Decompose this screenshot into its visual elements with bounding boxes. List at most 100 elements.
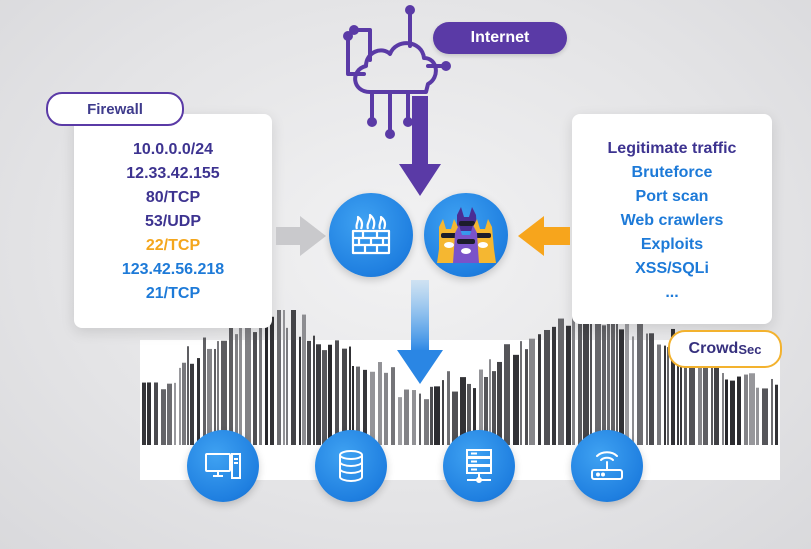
skyline-building — [513, 354, 519, 445]
skyline-building — [259, 319, 262, 445]
skyline-building — [349, 346, 351, 445]
desktop-node — [187, 430, 259, 502]
skyline-building — [775, 384, 778, 445]
skyline-building — [328, 344, 332, 445]
skyline-building — [657, 344, 661, 445]
skyline-building — [583, 321, 589, 445]
skyline-building — [245, 310, 251, 445]
skyline-building — [283, 310, 285, 445]
firewall-rule: 123.42.56.218 — [121, 261, 225, 278]
skyline-building — [412, 390, 416, 445]
skyline-building — [214, 348, 216, 445]
skyline-building — [484, 376, 488, 445]
skyline-building — [684, 340, 687, 445]
skyline-building — [714, 361, 719, 445]
skyline-building — [398, 397, 402, 445]
skyline-building — [730, 380, 735, 445]
firewall-rules-arrow — [276, 216, 326, 256]
skyline-building — [270, 316, 274, 445]
skyline-building — [689, 348, 695, 445]
skyline-building — [442, 380, 444, 445]
skyline-building — [637, 316, 643, 445]
skyline-building — [504, 344, 510, 445]
skyline-building — [566, 325, 571, 445]
traffic-type: Exploits — [640, 236, 704, 253]
firewall-node — [329, 193, 413, 277]
skyline-building — [167, 383, 172, 445]
filtered-traffic-arrow — [397, 280, 443, 384]
skyline-building — [552, 326, 556, 445]
skyline-building — [602, 325, 606, 445]
skyline-building — [489, 359, 491, 445]
skyline-building — [479, 369, 483, 445]
skyline-building — [313, 335, 315, 445]
skyline-building — [356, 366, 360, 445]
internet-down-arrow — [399, 96, 441, 196]
skyline-building — [265, 310, 268, 445]
desktop-computer-icon — [205, 453, 241, 479]
skyline-building — [154, 382, 158, 445]
skyline-building — [277, 310, 281, 445]
traffic-type: Web crawlers — [620, 212, 724, 229]
skyline-building — [632, 336, 634, 445]
server-network-icon — [466, 449, 492, 483]
skyline-building — [762, 388, 768, 445]
wifi-router-icon — [591, 451, 623, 480]
skyline-building — [419, 393, 421, 445]
skyline-building — [182, 362, 186, 445]
skyline-building — [558, 318, 564, 445]
firewall-title: Firewall — [46, 92, 184, 126]
llama-mascot-icon — [437, 207, 496, 263]
skyline-building — [460, 377, 466, 445]
skyline-building — [452, 391, 458, 445]
skyline-building — [229, 319, 233, 445]
cloud-network-icon — [343, 5, 451, 139]
skyline-building — [434, 386, 440, 445]
brick-wall-fire-icon — [351, 213, 391, 255]
skyline-building — [646, 333, 648, 445]
crowdsec-node — [424, 193, 508, 277]
skyline-building — [529, 338, 535, 445]
skyline-building — [147, 382, 151, 445]
skyline-building — [391, 367, 395, 445]
skyline-building — [404, 389, 409, 445]
skyline-building — [370, 371, 375, 445]
skyline-building — [619, 329, 624, 445]
skyline-building — [467, 383, 471, 445]
skyline-building — [384, 372, 388, 445]
skyline-building — [722, 373, 724, 445]
skyline-building — [538, 334, 541, 445]
skyline-building — [497, 361, 502, 445]
skyline-building — [174, 382, 176, 445]
brand-name-rest: Sec — [738, 341, 762, 357]
skyline-building — [607, 314, 610, 445]
skyline-building — [197, 358, 200, 445]
skyline-building — [625, 313, 629, 445]
skyline-building — [235, 334, 238, 445]
skyline-building — [616, 317, 618, 445]
skyline-building — [677, 356, 679, 445]
traffic-type: Bruteforce — [631, 164, 713, 181]
skyline-building — [207, 348, 212, 445]
skyline-building — [671, 328, 675, 445]
skyline-building — [756, 387, 759, 445]
traffic-type: Legitimate traffic — [607, 140, 737, 157]
skyline-building — [253, 332, 257, 445]
traffic-type: XSS/SQLi — [635, 260, 709, 277]
skyline-building — [680, 353, 682, 445]
skyline-building — [590, 320, 592, 445]
skyline-building — [299, 336, 301, 445]
skyline-building — [335, 340, 339, 445]
skyline-building — [187, 346, 189, 445]
skyline-building — [239, 315, 242, 445]
skyline-building — [595, 311, 601, 445]
skyline-building — [492, 371, 496, 445]
skyline-building — [664, 345, 666, 445]
skyline-building — [744, 374, 748, 445]
router-node — [571, 430, 643, 502]
